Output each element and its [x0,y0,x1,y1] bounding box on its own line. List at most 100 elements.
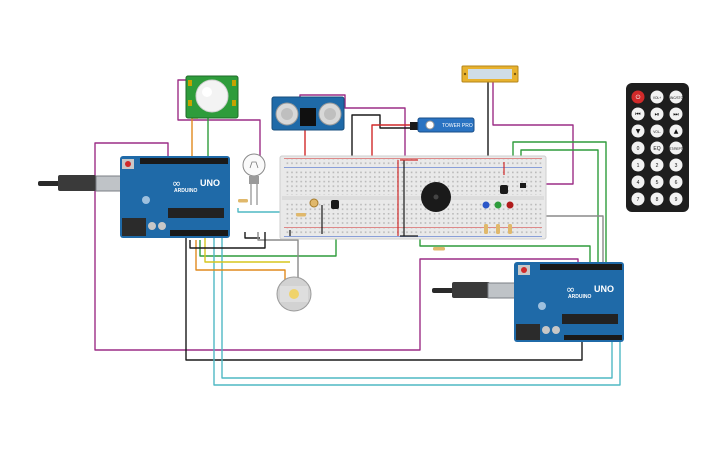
wire-black-left2[interactable] [189,232,266,249]
dc-motor[interactable] [276,276,312,312]
remote-button-5[interactable] [669,107,683,121]
remote-button-label: FUNC/STOP [667,96,685,100]
usb-cable-left [38,181,60,186]
piezo-buzzer[interactable] [421,182,451,212]
resistor-4[interactable] [484,224,488,234]
remote-button-2[interactable] [669,90,683,104]
resistor-3[interactable] [433,247,445,251]
servo-label: TOWER PRO [442,123,473,129]
ir-receiver[interactable] [500,185,508,194]
wire-purple-long[interactable] [94,142,579,351]
remote-button-label: 8 [656,197,659,203]
resistor-2[interactable] [296,213,306,217]
lcd-display[interactable] [461,65,519,83]
remote-button-1[interactable] [650,90,664,104]
remote-button-8[interactable] [669,124,683,138]
remote-button-label: VOL+ [653,96,661,100]
wire-gray-1[interactable] [544,215,604,266]
remote-button-label: 7 [637,197,640,203]
wires [94,79,621,386]
remote-button-10[interactable] [650,141,664,155]
usb-plug-left [58,175,96,191]
wire-green-right3[interactable] [419,238,591,266]
servo-connector [410,122,418,130]
resistor-6[interactable] [508,224,512,234]
remote-button-7[interactable] [650,124,664,138]
usb-cable-right [432,288,454,293]
remote-button-17[interactable] [669,175,683,189]
arduino-uno-left[interactable]: ARDUINO UNO ∞ [38,156,230,238]
wire-cyan-1[interactable] [213,238,621,386]
arduino-left-logo: ∞ [172,177,181,190]
media-icon: ⏭ [673,111,679,118]
breadboard-rail-top [284,159,542,167]
wire-cyan-2[interactable] [221,238,613,379]
remote-button-label: 6 [675,180,678,186]
wire-purple-lcd[interactable] [492,82,574,185]
wire-gray-2[interactable] [257,232,299,282]
ir-connector [520,183,526,188]
remote-button-label: 1 [637,163,640,169]
arduino-right-logo: ∞ [566,283,575,296]
remote-button-3[interactable] [631,107,645,121]
resistor-1[interactable] [238,199,248,203]
media-icon: ▼ [636,128,641,135]
breadboard-grid-top [284,170,542,195]
remote-button-19[interactable] [650,192,664,206]
arduino-right-model: UNO [594,284,614,294]
transistor-left[interactable] [331,200,339,209]
wire-black-servo[interactable] [351,114,412,158]
power-icon: ⏻ [636,94,641,101]
led-green[interactable] [494,201,502,209]
remote-button-15[interactable] [631,175,645,189]
remote-button-18[interactable] [631,192,645,206]
servo-motor[interactable]: TOWER PRO [410,117,475,133]
wire-black-bb[interactable] [244,232,260,239]
remote-button-11[interactable] [669,141,683,155]
lcd-screen [468,69,512,79]
ultrasonic-sensor[interactable] [271,96,345,131]
remote-button-12[interactable] [631,158,645,172]
remote-button-4[interactable] [650,107,664,121]
bulb-glass [242,153,266,177]
led-blue[interactable] [482,201,490,209]
media-icon: ▲ [674,128,679,135]
remote-button-16[interactable] [650,175,664,189]
media-icon: ⏯ [655,111,660,118]
wire-black-long[interactable] [185,238,583,361]
pir-sensor[interactable] [185,75,239,119]
remote-button-14[interactable] [669,158,683,172]
arduino-uno-right[interactable]: ARDUINO UNO ∞ [432,262,624,342]
remote-button-0[interactable] [631,90,645,104]
remote-button-label: 2 [656,163,659,169]
led-red[interactable] [506,201,514,209]
remote-button-20[interactable] [669,192,683,206]
breadboard-channel [282,196,544,200]
remote-button-label: EQ [653,146,660,152]
small-components[interactable] [238,183,526,251]
remote-button-13[interactable] [650,158,664,172]
arduino-left-model: UNO [200,178,220,188]
remote-button-label: 5 [656,180,659,186]
wire-yellow[interactable] [204,238,290,263]
resistor-5[interactable] [496,224,500,234]
wire-red-servo[interactable] [371,124,412,160]
arduino-right-brand: ARDUINO [568,294,591,300]
remote-button-6[interactable] [631,124,645,138]
breadboard-rail-bottom [284,228,542,236]
wire-orange-motor[interactable] [195,240,286,282]
wire-green-right1[interactable] [512,141,607,266]
wire-purple-pir[interactable] [177,79,261,158]
remote-button-9[interactable] [631,141,645,155]
photoresistor[interactable] [309,198,319,208]
breadboard[interactable] [279,155,547,240]
light-bulb[interactable] [242,153,266,205]
media-icon: ⏮ [635,111,641,118]
breadboard-grid-bottom [284,201,542,226]
bulb-base [249,176,259,184]
wire-orange-pir[interactable] [191,117,198,158]
usb-plug-right [452,282,490,298]
